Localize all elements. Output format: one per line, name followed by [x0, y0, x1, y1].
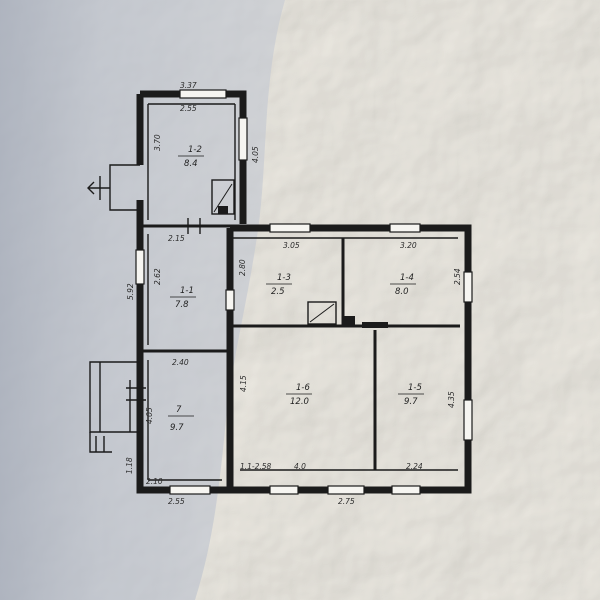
room-label-1-2: 1-2 — [188, 145, 202, 155]
room-label-1-6: 1-6 — [296, 383, 310, 393]
windows — [135, 89, 473, 495]
dim-255-bottom: 2.55 — [168, 497, 185, 506]
dim-415: 4.15 — [239, 375, 248, 392]
wall-inner-left — [147, 234, 222, 481]
room-labels: 1-2 8.4 1-1 7.8 1-3 2.5 1-4 8.0 1-6 12.0… — [168, 145, 424, 433]
dim-320: 3.20 — [400, 241, 417, 250]
room-area-7: 9.7 — [170, 423, 184, 433]
dim-left-592: 5.92 — [126, 283, 135, 300]
room-label-1-1: 1-1 — [180, 286, 194, 296]
room-label-1-3: 1-3 — [277, 273, 291, 283]
room-area-1-6: 12.0 — [290, 397, 309, 407]
dim-40: 4.0 — [294, 462, 306, 471]
room-label-7: 7 — [176, 405, 182, 415]
room-area-1-3: 2.5 — [271, 287, 285, 297]
room-label-1-5: 1-5 — [408, 383, 422, 393]
porch-steps — [89, 432, 112, 453]
dim-top-outer: 3.37 — [180, 81, 197, 90]
dim-room12-height: 3.70 — [153, 134, 162, 151]
wall-room12 — [140, 90, 247, 224]
room-area-1-5: 9.7 — [404, 397, 418, 407]
dim-right-top: 4.05 — [251, 146, 260, 163]
room-area-1-1: 7.8 — [175, 300, 189, 310]
dim-254: 2.54 — [453, 268, 462, 285]
dim-275: 2.75 — [338, 497, 355, 506]
dim-258: 1.1-2.58 — [240, 462, 272, 471]
dim-435: 4.35 — [447, 391, 456, 408]
porch-lower — [89, 361, 140, 433]
dim-240: 2.40 — [172, 358, 189, 367]
wall-inner-room12 — [147, 103, 236, 220]
dim-top-inner: 2.55 — [180, 104, 197, 113]
dim-262: 2.62 — [153, 268, 162, 285]
dim-305: 3.05 — [283, 241, 300, 250]
dim-118: 1.18 — [125, 457, 134, 474]
dim-215: 2.15 — [168, 234, 185, 243]
dim-224: 2.24 — [406, 462, 423, 471]
porch-arrowhead — [87, 181, 95, 195]
room-label-1-4: 1-4 — [400, 273, 414, 283]
room-area-1-2: 8.4 — [184, 159, 198, 169]
room-area-1-4: 8.0 — [395, 287, 409, 297]
stove-room13 — [307, 301, 388, 328]
dim-405: 4.05 — [145, 407, 154, 424]
dimension-labels: 3.37 2.55 3.70 4.05 2.15 3.05 3.20 5.92 … — [125, 81, 462, 506]
door-marks — [126, 218, 201, 401]
porch-arrow — [88, 176, 110, 200]
dim-280: 2.80 — [238, 259, 247, 276]
stove-room12 — [211, 179, 235, 215]
dim-210: 2.10 — [146, 477, 163, 486]
